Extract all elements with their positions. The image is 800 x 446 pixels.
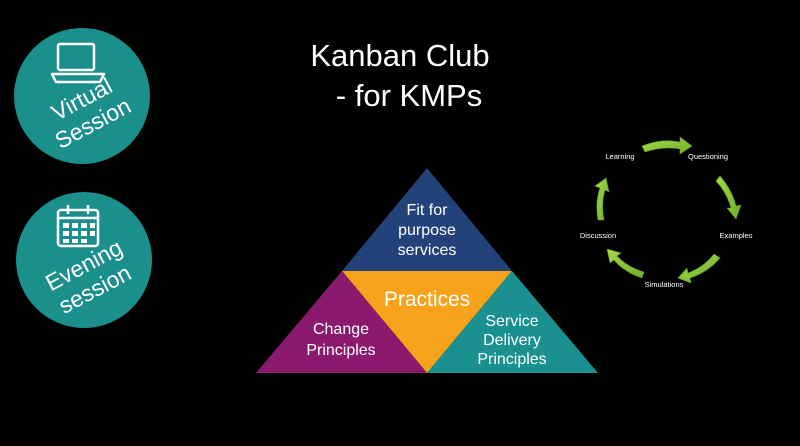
top-label-2: purpose	[398, 222, 456, 239]
service-delivery-triangle	[427, 271, 598, 373]
cycle-step-questioning: Questioning	[688, 152, 728, 161]
title-line-1: Kanban Club	[310, 38, 490, 73]
cycle-step-simulations: Simulations	[645, 280, 684, 289]
learning-cycle: Learning Questioning Examples Simulation…	[580, 136, 753, 289]
laptop-icon	[50, 42, 106, 84]
practices-label: Practices	[384, 288, 470, 311]
cycle-step-learning: Learning	[605, 152, 634, 161]
page-title: Kanban Club - for KMPs	[240, 36, 560, 116]
top-label-1: Fit for	[407, 202, 449, 219]
calendar-icon	[56, 205, 100, 248]
cycle-step-discussion: Discussion	[580, 231, 616, 240]
arrow-icon	[641, 136, 693, 155]
arrow-icon	[606, 248, 645, 279]
right-label-1: Service	[485, 313, 538, 330]
top-label-3: services	[398, 242, 457, 259]
title-line-2: - for KMPs	[335, 78, 483, 113]
arrow-icon	[594, 177, 610, 221]
arrow-icon	[715, 175, 742, 220]
practices-triangle	[342, 271, 512, 373]
virtual-session-badge: Virtual Session	[14, 28, 150, 164]
left-label-1: Change	[313, 321, 369, 338]
cycle-step-examples: Examples	[720, 231, 753, 240]
arrow-icon	[677, 253, 721, 284]
virtual-session-text: Virtual Session	[14, 28, 150, 164]
right-label-2: Delivery	[483, 332, 541, 349]
evening-session-text: Evening session	[16, 192, 152, 328]
left-label-2: Principles	[306, 342, 375, 359]
right-label-3: Principles	[477, 351, 546, 368]
evening-session-badge: Evening session	[16, 192, 152, 328]
fit-for-purpose-triangle	[342, 168, 512, 271]
change-principles-triangle	[256, 271, 427, 373]
kanban-triangle: Fit for purpose services Practices Chang…	[256, 168, 598, 373]
